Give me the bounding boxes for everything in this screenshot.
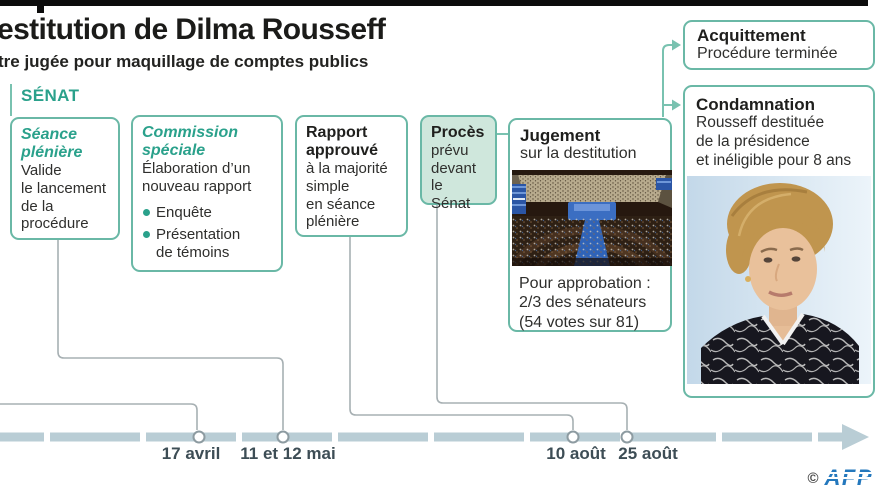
box-body: prévu devant le Sénat [431, 142, 477, 212]
afp-logo: AFP [820, 465, 875, 491]
timeline-date-label: 17 avril [161, 444, 221, 463]
timeline-date-label: 10 août [546, 444, 606, 463]
approval-note: Pour approbation : 2/3 des sénateurs (54… [519, 274, 651, 331]
box-title: Commission spéciale [142, 124, 239, 160]
bullet-item: Présentation de témoins [142, 226, 272, 261]
condamnation-text: Condamnation Rousseff destituée de la pr… [685, 87, 873, 174]
afp-logo-stripe [820, 472, 875, 474]
flow-box-jugement: Jugement sur la destitution [508, 118, 672, 332]
arrow-to-acquittement-icon [672, 39, 681, 51]
timeline-marker [620, 430, 634, 444]
page-title: estitution de Dilma Rousseff [0, 13, 386, 46]
box-title: Acquittement [697, 26, 806, 45]
bullet-list: Enquête Présentation de témoins [142, 204, 272, 262]
box-body: Élaboration d’un nouveau rapport [142, 160, 252, 196]
flow-box-proces: Procès prévu devant le Sénat [420, 115, 497, 212]
top-black-bar [0, 0, 868, 6]
box-title: Jugement [520, 126, 601, 145]
box-body: à la majorité simple en séance plénière [306, 160, 388, 231]
box-body: Rousseff destituée de la présidence et i… [696, 114, 852, 169]
box-body: Procédure terminée [697, 45, 838, 63]
timeline-date-label: 11 et 12 mai [240, 444, 336, 463]
copyright-icon: © [807, 469, 819, 487]
timeline-arrow-icon [842, 424, 869, 450]
jugement-subtitle: sur la destitution [520, 145, 637, 163]
box-title: Condamnation [696, 95, 815, 114]
timeline-markers [192, 430, 634, 444]
senat-section-label: SÉNAT [21, 86, 80, 105]
box-title: Procès [431, 124, 485, 141]
timeline-marker [276, 430, 290, 444]
timeline-marker [192, 430, 206, 444]
senate-chamber-photo [512, 169, 672, 266]
flow-box-rapport-approuve: Rapport approuvé à la majorité simple en… [295, 115, 408, 237]
afp-logo-stripe [820, 477, 875, 479]
box-body: Valide le lancement de la procédure [21, 162, 107, 233]
flow-box-acquittement: Acquittement Procédure terminée [683, 20, 875, 70]
flow-box-condamnation: Condamnation Rousseff destituée de la pr… [683, 85, 875, 398]
flow-box-commission-speciale: Commission spéciale Élaboration d’un nou… [131, 115, 283, 272]
flow-box-seance-pleniere: Séance plénière Valide le lancement de l… [10, 117, 120, 240]
box-title: Rapport approuvé [306, 124, 379, 160]
timeline-date-label: 25 août [618, 444, 678, 463]
timeline-marker [566, 430, 580, 444]
box-title: Séance plénière [21, 126, 83, 162]
dilma-rousseff-portrait [687, 176, 871, 385]
jugement-header: Jugement sur la destitution [510, 120, 670, 167]
afp-credit: © AFP [807, 465, 875, 491]
arrow-to-condamnation-icon [672, 99, 681, 111]
page-subtitle: tre jugée pour maquillage de comptes pub… [0, 52, 369, 71]
bullet-item: Enquête [142, 204, 272, 222]
player-tick-mark [37, 5, 44, 13]
